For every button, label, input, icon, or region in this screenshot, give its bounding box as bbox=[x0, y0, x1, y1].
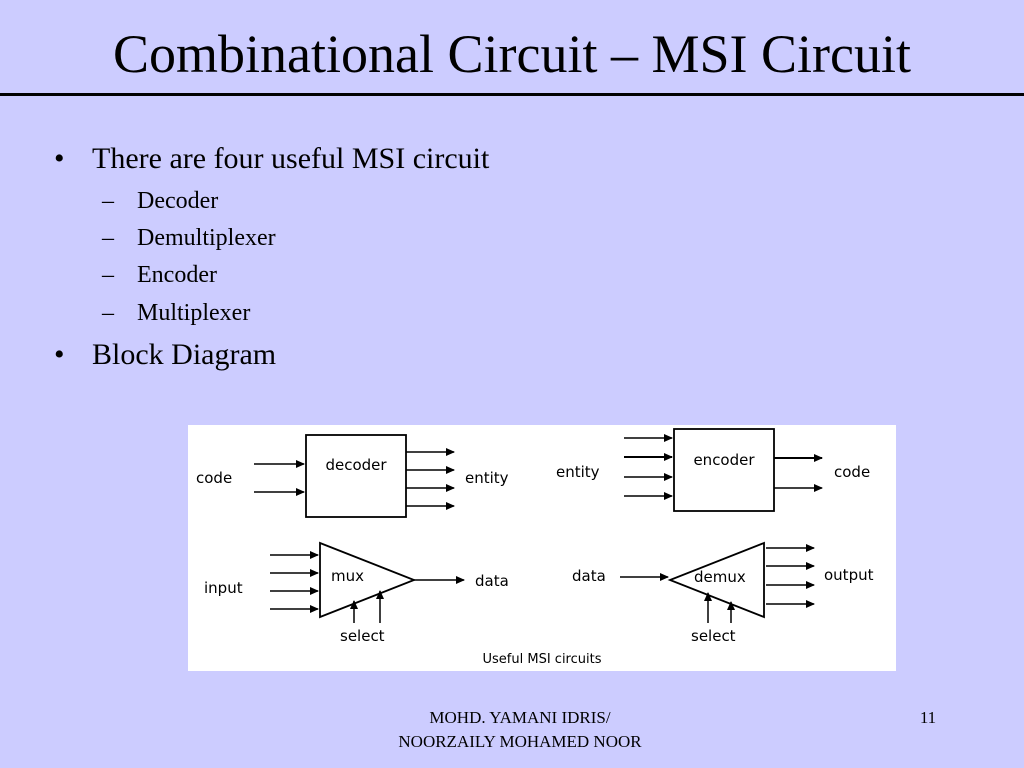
mux-input-label: input bbox=[204, 579, 243, 597]
bullet-marker: • bbox=[54, 338, 65, 371]
sub-bullet-item: –Demultiplexer bbox=[102, 224, 276, 252]
bullet-text: Block Diagram bbox=[92, 338, 277, 371]
sub-bullet-text: Decoder bbox=[137, 188, 219, 214]
dash-marker: – bbox=[102, 188, 114, 214]
encoder-output-label: code bbox=[834, 463, 870, 481]
diagram-svg: decoder code entity encoder entity bbox=[196, 428, 874, 667]
sub-bullet-item: –Decoder bbox=[102, 187, 218, 215]
bullet-marker: • bbox=[54, 142, 65, 175]
demux-block: demux data output select bbox=[572, 541, 874, 645]
demux-triangle bbox=[667, 541, 765, 619]
decoder-output-label: entity bbox=[465, 469, 509, 487]
bullet-text: There are four useful MSI circuit bbox=[92, 142, 490, 175]
encoder-block: encoder entity code bbox=[556, 428, 870, 512]
decoder-label: decoder bbox=[325, 456, 387, 474]
mux-label: mux bbox=[331, 567, 364, 585]
decoder-box bbox=[305, 434, 407, 518]
mux-select-label: select bbox=[340, 627, 385, 645]
decoder-block: decoder code entity bbox=[196, 434, 509, 518]
footer-author: MOHD. YAMANI IDRIS/ NOORZAILY MOHAMED NO… bbox=[300, 706, 740, 754]
footer-author-line: NOORZAILY MOHAMED NOOR bbox=[398, 732, 642, 751]
encoder-input-label: entity bbox=[556, 463, 600, 481]
dash-marker: – bbox=[102, 262, 114, 288]
encoder-label: encoder bbox=[693, 451, 755, 469]
demux-output-label: output bbox=[824, 566, 874, 584]
sub-bullet-text: Multiplexer bbox=[137, 300, 251, 326]
dash-marker: – bbox=[102, 225, 114, 251]
bullet-item: • There are four useful MSI circuit bbox=[54, 142, 489, 176]
mux-block: mux input data select bbox=[204, 541, 509, 645]
bullet-item: • Block Diagram bbox=[54, 338, 276, 372]
page-number: 11 bbox=[919, 708, 937, 727]
mux-output-label: data bbox=[475, 572, 509, 590]
mux-triangle bbox=[319, 541, 417, 619]
demux-input-label: data bbox=[572, 567, 606, 585]
encoder-box bbox=[673, 428, 775, 512]
diagram-caption: Useful MSI circuits bbox=[483, 652, 602, 667]
sub-bullet-item: –Encoder bbox=[102, 261, 217, 289]
footer-author-line: MOHD. YAMANI IDRIS/ bbox=[429, 708, 611, 727]
slide-title: Combinational Circuit – MSI Circuit bbox=[113, 24, 911, 84]
sub-bullet-item: –Multiplexer bbox=[102, 299, 250, 327]
msi-block-diagram: decoder code entity encoder entity bbox=[188, 425, 896, 671]
demux-label: demux bbox=[694, 568, 746, 586]
demux-select-label: select bbox=[691, 627, 736, 645]
sub-bullet-text: Demultiplexer bbox=[137, 225, 276, 251]
title-divider bbox=[0, 93, 1024, 96]
dash-marker: – bbox=[102, 300, 114, 326]
decoder-input-label: code bbox=[196, 469, 232, 487]
sub-bullet-text: Encoder bbox=[137, 262, 217, 288]
